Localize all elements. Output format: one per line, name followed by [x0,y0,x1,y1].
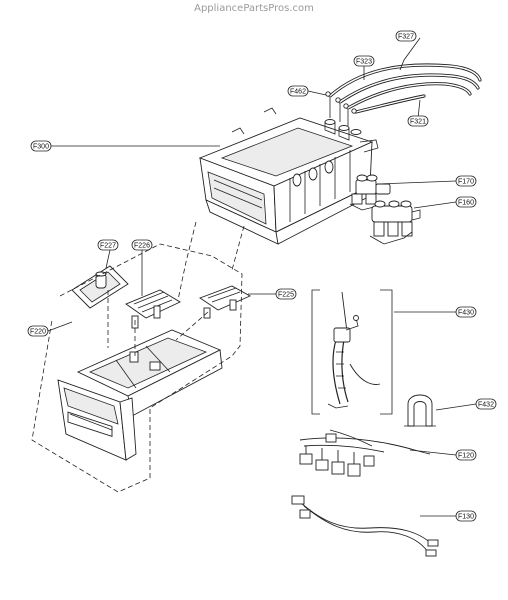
callout-label: F323 [356,59,372,66]
callout-label: F170 [458,179,474,186]
callout-label: F220 [30,329,46,336]
water-valve-f160-part[interactable] [369,200,421,245]
callout-label: F130 [458,514,474,521]
callout-label: F430 [458,310,474,317]
wiring-harness-f130-part[interactable] [291,495,439,557]
callout-label: F226 [134,243,150,250]
callout-f227: F227 [97,239,119,251]
callout-f323: F323 [353,55,375,67]
inlet-hoses-part[interactable] [325,63,482,126]
callout-label: F160 [458,200,474,207]
callout-label: F321 [410,119,426,126]
leader-lines [47,37,477,517]
callout-label: F120 [458,453,474,460]
dispenser-housing-part[interactable] [198,107,379,245]
callout-f220: F220 [27,325,49,337]
callout-f430: F430 [455,306,477,318]
callout-f462: F462 [287,85,309,97]
wiring-harness-f120-part[interactable] [299,429,431,477]
softener-cap-part[interactable] [199,285,252,319]
callout-f160: F160 [455,196,477,208]
callout-f225: F225 [275,288,297,300]
hose-harness-part[interactable] [327,291,381,409]
siphon-cap-part[interactable] [71,265,129,309]
callout-f226: F226 [131,239,153,251]
callout-f432: F432 [475,398,497,410]
callout-f321: F321 [407,115,429,127]
water-valve-f170-part[interactable] [349,174,391,211]
detergent-drawer-part[interactable] [57,329,223,461]
watermark: AppliancePartsPros.com [194,3,314,14]
rinse-cap-part[interactable] [125,289,181,329]
hose-bracket-part[interactable] [404,394,436,427]
callout-label: F327 [398,34,414,41]
callout-f300: F300 [30,140,52,152]
callout-label: F300 [33,144,49,151]
callout-f170: F170 [455,175,477,187]
callout-label: F432 [478,402,494,409]
callout-f120: F120 [455,449,477,461]
callout-label: F225 [278,292,294,299]
callout-label: F462 [290,89,306,96]
callout-f327: F327 [395,30,417,42]
callout-label: F227 [100,243,116,250]
assembly-dashed-outline [31,221,245,493]
callout-f130: F130 [455,510,477,522]
harness-group-box [311,289,393,415]
